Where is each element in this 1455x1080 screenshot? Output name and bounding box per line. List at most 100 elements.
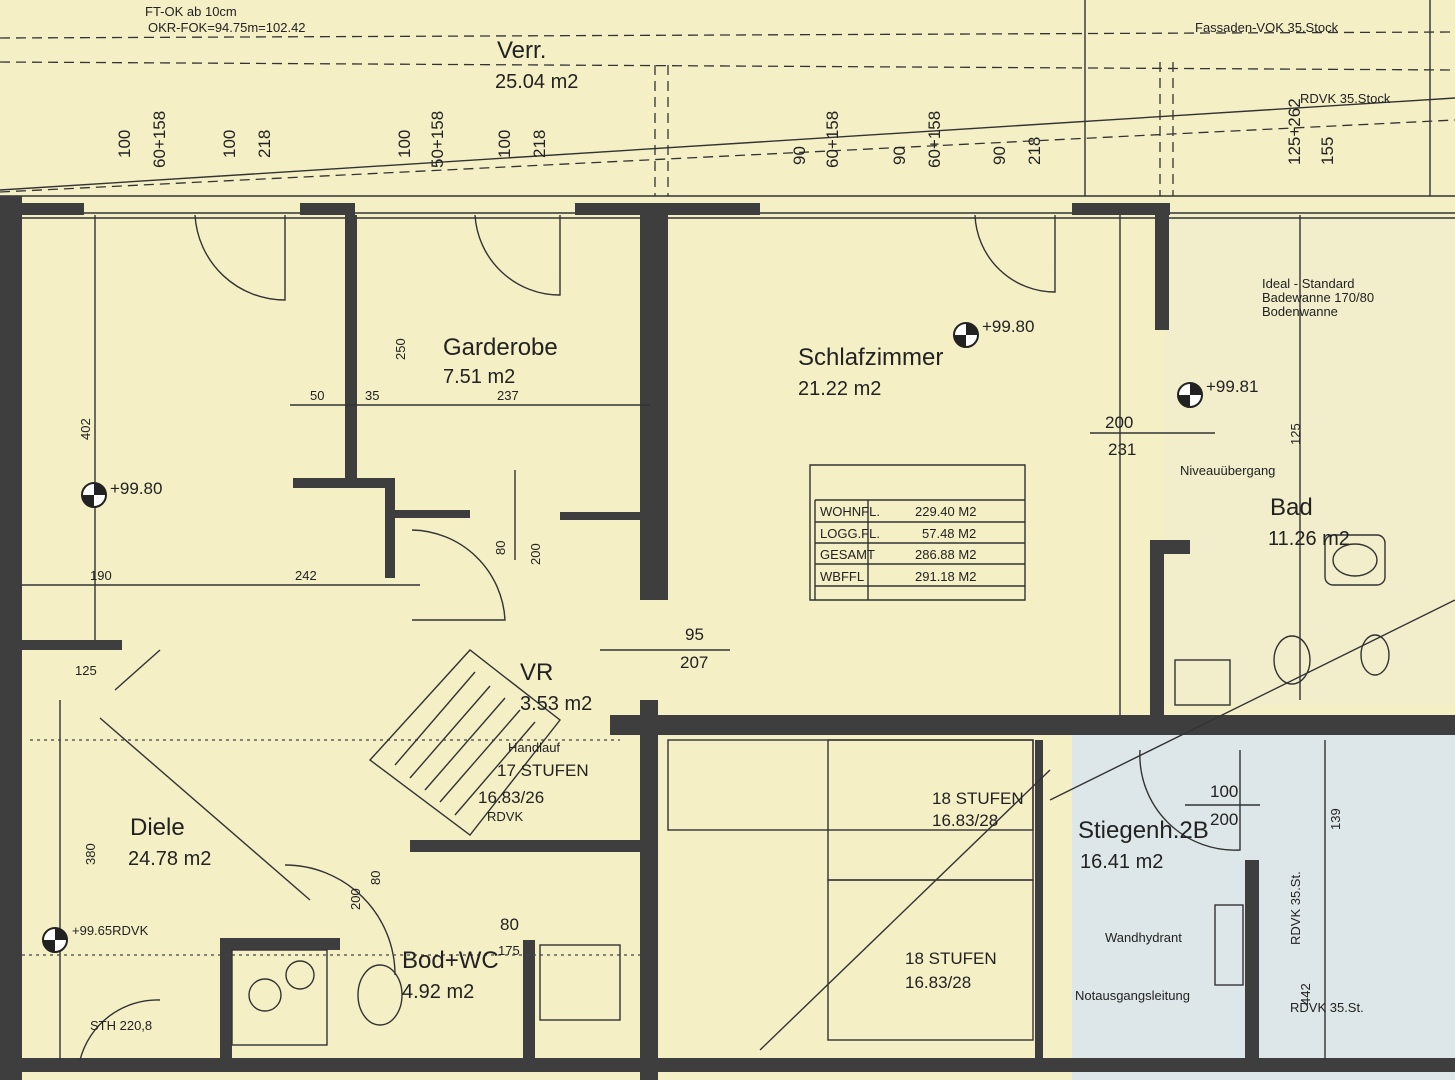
level-markers: +99.80 +99.80 +99.81 +99.65RDVK (42, 317, 1258, 953)
area-row-label: LOGG.FL. (820, 526, 880, 541)
dimension-label: 35 (365, 388, 379, 403)
room-bad: Bad 11.26 m2 (1268, 494, 1350, 550)
dimension-label: 175 (498, 943, 520, 958)
top-dimension: 100 (220, 130, 239, 158)
dimension-label: 50 (310, 388, 324, 403)
stair-lower-ratio: 16.83/28 (905, 973, 971, 992)
room-stiegenhaus-area: 16.41 m2 (1080, 851, 1163, 873)
dimension-lines (22, 215, 1455, 1060)
dimension-label: 139 (1328, 808, 1343, 830)
top-dimension: 218 (255, 130, 274, 158)
dimension-label: 207 (680, 653, 708, 672)
stair-lower-steps: 18 STUFEN (905, 949, 997, 968)
note-top-right-2: RDVK 35.Stock (1300, 91, 1391, 106)
note-rdvk-right: RDVK 35.St. (1288, 871, 1303, 945)
stair-main-steps: 17 STUFEN (497, 761, 589, 780)
room-schlafzimmer-name: Schlafzimmer (798, 344, 943, 371)
top-dimension: 90 (890, 146, 909, 165)
room-vr: VR 3.53 m2 (520, 659, 592, 715)
dimension-label: 250 (393, 338, 408, 360)
top-dimension: 100 (115, 130, 134, 158)
note-niveau: Niveauübergang (1180, 463, 1275, 478)
stair-upper-steps: 18 STUFEN (932, 789, 1024, 808)
dimension-label: 200 (348, 888, 363, 910)
note-bad-2: Badewanne 170/80 (1262, 290, 1374, 305)
stair-flights (368, 649, 1034, 1041)
note-top-left: FT-OK ab 10cm (145, 4, 237, 19)
area-row-value: 286.88 M2 (915, 547, 976, 562)
top-dimension: 218 (1025, 137, 1044, 165)
dimension-label: 190 (90, 568, 112, 583)
room-badwc-name: Bod+WC (402, 947, 499, 974)
room-stiegenhaus: Stiegenh.2B 16.41 m2 (1078, 817, 1209, 873)
dimension-label: 125 (75, 663, 97, 678)
room-garderobe-area: 7.51 m2 (443, 366, 515, 388)
room-vr-name: VR (520, 659, 553, 686)
dimension-label: 125 (1288, 423, 1303, 445)
dimension-label: 95 (685, 625, 704, 644)
note-bad-1: Ideal - Standard (1262, 276, 1355, 291)
dimension-label: 100 (1210, 782, 1238, 801)
room-badwc-area: 4.92 m2 (402, 981, 474, 1003)
stair-upper-ratio: 16.83/28 (932, 811, 998, 830)
note-top-right: Fassaden-VOK 35.Stock (1195, 20, 1339, 35)
room-garderobe-name: Garderobe (443, 334, 558, 361)
area-row-label: WBFFL (820, 569, 864, 584)
room-garderobe: Garderobe 7.51 m2 (443, 334, 558, 388)
room-schlafzimmer: Schlafzimmer 21.22 m2 (798, 344, 943, 400)
room-schlafzimmer-area: 21.22 m2 (798, 378, 881, 400)
area-row-value: 291.18 M2 (915, 569, 976, 584)
level-diele: +99.80 (110, 479, 162, 498)
dimension-label: 80 (493, 541, 508, 555)
dimension-label: 80 (368, 871, 383, 885)
stair-main-ratio: 16.83/26 (478, 788, 544, 807)
dimension-label: 402 (78, 418, 93, 440)
stair-labels: Handlauf 17 STUFEN 16.83/26 RDVK 18 STUF… (478, 740, 1024, 992)
level-bad: +99.81 (1206, 377, 1258, 396)
dimension-label: 380 (83, 843, 98, 865)
fixtures (231, 464, 1390, 1046)
top-dimension: 60+158 (823, 111, 842, 168)
note-rdvk-right-2: RDVK 35.St. (1290, 1000, 1364, 1015)
room-vr-area: 3.53 m2 (520, 693, 592, 715)
dimension-label: 231 (1108, 440, 1136, 459)
stair-main-mark: RDVK (487, 809, 523, 824)
dimension-label: 442 (1298, 983, 1313, 1005)
top-dimension: 100 (495, 130, 514, 158)
top-dimension: 60+158 (150, 111, 169, 168)
room-stiegenhaus-name: Stiegenh.2B (1078, 817, 1209, 844)
walls (0, 196, 1455, 1080)
note-notausgang: Notausgangsleitung (1075, 988, 1190, 1003)
level-entry: +99.65RDVK (72, 923, 149, 938)
level-marker-icon (1177, 382, 1203, 408)
top-dimension: 90 (790, 146, 809, 165)
dimension-label: 242 (295, 568, 317, 583)
level-marker-icon (42, 927, 68, 953)
top-dimension-labels: 100 60+158 100 218 100 50+158 100 218 90… (115, 98, 1337, 168)
dimension-label: 200 (528, 543, 543, 565)
room-diele-area: 24.78 m2 (128, 848, 211, 870)
dimension-label: 200 (1210, 810, 1238, 829)
top-dimension: 60+158 (925, 111, 944, 168)
top-dimension: 125+262 (1285, 98, 1304, 165)
level-schlafzimmer: +99.80 (982, 317, 1034, 336)
stairwell-shading (1072, 735, 1455, 1080)
area-row-value: 229.40 M2 (915, 504, 976, 519)
area-summary-table: WOHNFL. 229.40 M2 LOGG.FL. 57.48 M2 GESA… (814, 499, 1025, 600)
balcony-lines (0, 0, 1455, 219)
room-verr: Verr. 25.04 m2 (495, 37, 578, 93)
doors (79, 214, 1241, 1061)
area-row-value: 57.48 M2 (922, 526, 976, 541)
dimension-label: 237 (497, 388, 519, 403)
room-verr-name: Verr. (497, 37, 546, 64)
dimension-label: 200 (1105, 413, 1133, 432)
dimension-label: 80 (500, 915, 519, 934)
plan-notes: FT-OK ab 10cm OKR-FOK=94.75m=102.42 Fass… (90, 4, 1391, 1033)
note-sth: STH 220,8 (90, 1018, 152, 1033)
room-bad-area: 11.26 m2 (1268, 528, 1350, 550)
area-row-label: WOHNFL. (820, 504, 880, 519)
level-marker-icon (953, 322, 979, 348)
note-bad-3: Bodenwanne (1262, 304, 1338, 319)
room-badwc: Bod+WC 4.92 m2 (402, 947, 499, 1003)
